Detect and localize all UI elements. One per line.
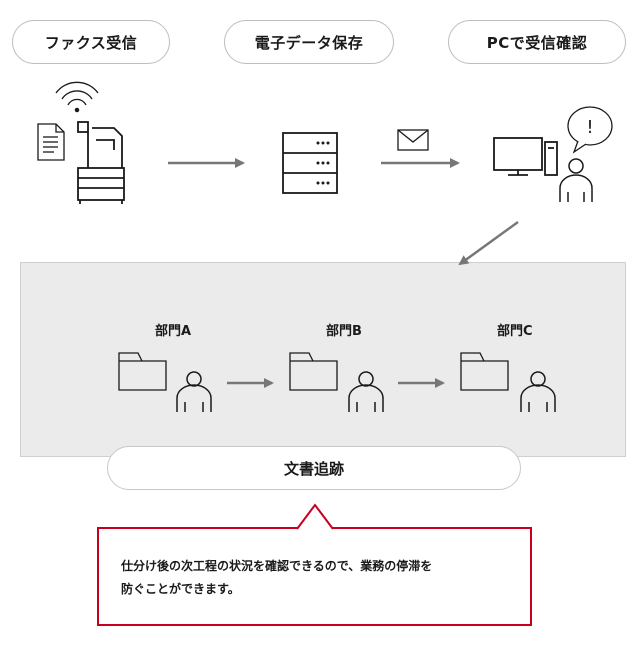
department-a-group [118, 352, 212, 412]
step-pc-confirm: PCで受信確認 [448, 20, 626, 64]
wifi-icon [55, 81, 99, 113]
folder-icon [118, 352, 167, 391]
callout-line-1: 仕分け後の次工程の状況を確認できるので、業務の停滞を [121, 559, 433, 573]
document-icon [37, 123, 65, 161]
step-digital-storage: 電子データ保存 [224, 20, 394, 64]
department-a-label: 部門A [155, 324, 192, 339]
monitor-icon [493, 137, 543, 176]
person-icon [520, 371, 556, 412]
envelope-icon [397, 129, 429, 151]
callout-box: 仕分け後の次工程の状況を確認できるので、業務の停滞を 防ぐことができます。 [97, 527, 532, 626]
server-icon [282, 132, 338, 194]
folder-icon [289, 352, 338, 391]
arrow-pc-to-tracking [458, 220, 519, 266]
department-c-label: 部門C [497, 324, 533, 339]
callout-line-2: 防ぐことができます。 [121, 582, 240, 596]
callout-pointer [296, 503, 334, 531]
step-fax-receive-label: ファクス受信 [44, 33, 138, 52]
step-digital-storage-label: 電子データ保存 [254, 33, 364, 52]
pc-tower-icon [544, 141, 558, 176]
step-pc-confirm-label: PCで受信確認 [486, 33, 588, 52]
department-c-group [460, 352, 556, 412]
person-icon [559, 158, 593, 202]
document-tracking-pill: 文書追跡 [107, 446, 521, 490]
alert-mark: ! [586, 117, 593, 138]
folder-icon [460, 352, 509, 391]
department-b-group [289, 352, 384, 412]
person-icon [176, 371, 212, 412]
speech-bubble-icon [567, 106, 613, 154]
fax-machine-icon [77, 121, 125, 204]
step-fax-receive: ファクス受信 [12, 20, 170, 64]
document-tracking-label: 文書追跡 [283, 459, 344, 478]
person-icon [348, 371, 384, 412]
department-b-label: 部門B [326, 324, 362, 339]
